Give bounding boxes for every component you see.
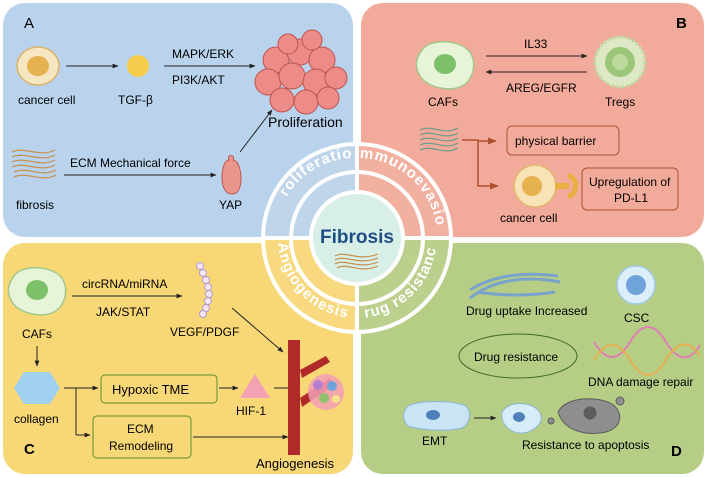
vegf-to-vessel-arrow — [231, 307, 284, 353]
panel-d-letter: D — [671, 443, 682, 460]
panel-a-letter: A — [24, 15, 34, 32]
panel-a-yap-label: YAP — [219, 198, 242, 212]
tgf-beta-icon — [127, 55, 149, 77]
hif-triangle-icon — [240, 374, 270, 398]
caf-cell-c-icon — [7, 267, 67, 316]
panel-c-vegf-label: VEGF/PDGF — [170, 325, 239, 339]
drug-resistance-ellipse — [458, 333, 578, 379]
hypoxic-tme-box — [100, 374, 218, 404]
panel-c-ecm-line1: ECM — [127, 422, 154, 436]
cancer-cell-icon — [16, 46, 60, 86]
panel-a-mapk-label: MAPK/ERK — [172, 47, 234, 61]
panel-d-csc-label: CSC — [624, 311, 650, 325]
panel-d-emt-label: EMT — [422, 434, 448, 448]
panel-c-jak-label: JAK/STAT — [96, 305, 151, 319]
panel-a-fibrosis-label: fibrosis — [16, 198, 54, 212]
emt-cell-icon — [403, 401, 470, 431]
panel-b-letter: B — [676, 15, 687, 32]
panel-c-cafs-label: CAFs — [22, 327, 52, 341]
center-fibers-icon — [334, 253, 379, 270]
csc-cell-icon — [616, 265, 656, 305]
barrier-branch-connector — [462, 139, 499, 190]
panel-d-apoptosis-label: Resistance to apoptosis — [522, 438, 649, 452]
physical-barrier-box — [506, 125, 620, 156]
fibers-icon-b — [419, 127, 459, 152]
panel-b-cafs-label: CAFs — [428, 95, 458, 109]
yap-to-proliferation-arrow — [239, 109, 273, 153]
tregs-cell-icon — [593, 35, 647, 89]
panel-c-hypoxic-label: Hypoxic TME — [112, 382, 189, 397]
cancer-cell-b-icon — [513, 164, 557, 208]
pdl1-receptor-icon — [555, 173, 578, 199]
ecm-remodeling-box — [92, 415, 192, 459]
blood-vessel-icon — [288, 340, 344, 455]
yap-icon — [221, 155, 242, 195]
panel-b-pdl1-line1: Upregulation of — [589, 175, 671, 189]
panel-c-circrna-label: circRNA/miRNA — [82, 277, 167, 291]
panel-d-drug-uptake-label: Drug uptake Increased — [466, 304, 587, 318]
mesenchymal-cell-icon — [501, 403, 542, 434]
collagen-hexagon-icon — [14, 372, 60, 404]
panel-b-barrier-label: physical barrier — [515, 134, 596, 148]
tumor-cluster-icon — [254, 29, 348, 115]
central-core-fill — [309, 190, 405, 286]
caf-cell-icon — [415, 41, 475, 90]
panel-a-pi3k-label: PI3K/AKT — [172, 73, 225, 87]
fibrosis-fibers-icon — [11, 149, 57, 179]
dna-helix-icon — [593, 326, 701, 376]
panel-c-ecm-line2: Remodeling — [109, 439, 173, 453]
panel-c-background — [3, 243, 353, 474]
panel-b-cancer-cell-label: cancer cell — [500, 211, 557, 225]
panel-b-areg-label: AREG/EGFR — [506, 81, 577, 95]
panel-d-dna-label: DNA damage repair — [588, 375, 693, 389]
panel-b-il33-label: IL33 — [524, 37, 548, 51]
vegf-chain-icon — [196, 262, 213, 318]
panel-a-ecm-force-label: ECM Mechanical force — [70, 156, 191, 170]
pdl1-box — [581, 167, 679, 211]
drug-uptake-icon — [469, 272, 561, 300]
center-title: Fibrosis — [320, 227, 394, 248]
panel-a-proliferation-label: Proliferation — [268, 114, 343, 130]
panel-c-hif-label: HIF-1 — [236, 404, 266, 418]
apoptotic-cell-icon — [547, 396, 625, 434]
panel-b-pdl1-line2: PD-L1 — [614, 191, 648, 205]
panel-a-cancer-cell-label: cancer cell — [18, 93, 75, 107]
panel-d-drug-resistance-label: Drug resistance — [474, 350, 558, 364]
panel-c-angiogenesis-label: Angiogenesis — [256, 456, 335, 471]
panel-b-tregs-label: Tregs — [605, 95, 635, 109]
panel-c-collagen-label: collagen — [14, 412, 59, 426]
panel-c-letter: C — [24, 441, 35, 458]
panel-a-tgf-label: TGF-β — [118, 93, 153, 107]
